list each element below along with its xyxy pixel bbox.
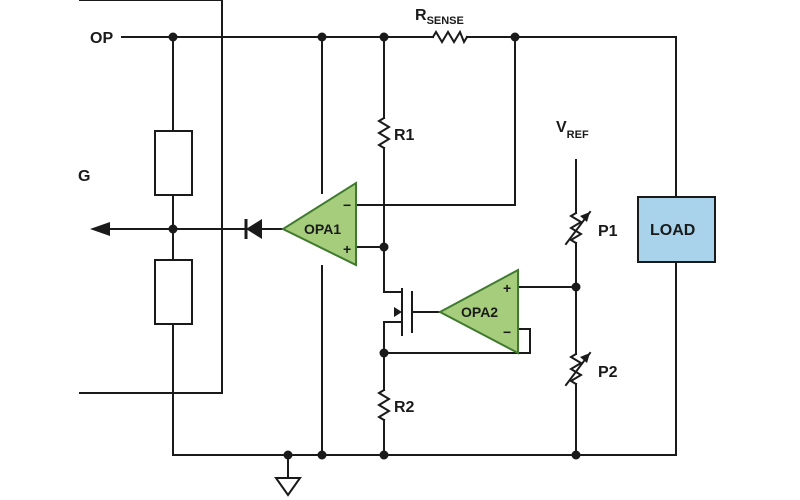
r2-label: R2 xyxy=(394,399,415,416)
mosfet-drain xyxy=(383,291,403,303)
rsense-resistor xyxy=(431,29,469,45)
op-label: OP xyxy=(90,30,113,47)
opa2-triangle xyxy=(437,268,519,355)
diode-icon xyxy=(246,219,262,239)
p2-resistor xyxy=(569,352,583,386)
junction-dot xyxy=(168,32,178,42)
opa1-triangle xyxy=(280,181,357,267)
r2-resistor xyxy=(377,388,391,422)
divider-resistor-top xyxy=(154,130,193,196)
junction-dot xyxy=(379,242,389,252)
p2-arrow-icon xyxy=(580,353,590,363)
rsense-sub: SENSE xyxy=(427,15,464,27)
mosfet-source xyxy=(383,321,403,354)
junction-dot xyxy=(379,348,389,358)
load-label: LOAD xyxy=(650,222,695,239)
vref-label: VREF xyxy=(556,119,589,141)
vref-sub: REF xyxy=(567,129,589,141)
rsense-main: R xyxy=(415,7,427,24)
r1-resistor xyxy=(377,116,391,150)
opa1-plus-sign: + xyxy=(343,241,351,257)
outer-frame xyxy=(79,0,223,394)
opa1-label: OPA1 xyxy=(304,221,341,237)
ground-icon xyxy=(274,477,302,497)
opa2-label: OPA2 xyxy=(461,304,498,320)
p1-label: P1 xyxy=(598,223,618,240)
junction-dot xyxy=(283,450,293,460)
p1-arrow-icon xyxy=(580,212,590,222)
junction-dot xyxy=(317,450,327,460)
junction-dots xyxy=(168,32,581,460)
r1-label: R1 xyxy=(394,127,415,144)
junction-dot xyxy=(510,32,520,42)
rsense-label: RSENSE xyxy=(415,7,464,27)
junction-dot xyxy=(379,32,389,42)
divider-resistor-bottom xyxy=(154,259,193,325)
junction-dot xyxy=(168,224,178,234)
mosfet-arrow-icon xyxy=(394,307,402,317)
opa1-minus-sign: − xyxy=(343,197,351,213)
opa2-plus-sign: + xyxy=(503,280,511,296)
opa2-feedback-wire xyxy=(517,328,531,354)
junction-dot xyxy=(571,450,581,460)
vref-main: V xyxy=(556,119,567,136)
p1-resistor xyxy=(569,211,583,245)
junction-dot xyxy=(379,450,389,460)
junction-dot xyxy=(317,32,327,42)
opa2-minus-sign: − xyxy=(503,324,511,340)
cut-off-label: G xyxy=(78,168,90,185)
sense-feedback-wire xyxy=(355,36,516,206)
load-box xyxy=(637,196,716,263)
junction-dot xyxy=(571,282,581,292)
p2-label: P2 xyxy=(598,364,618,381)
output-arrow-icon xyxy=(90,222,110,236)
